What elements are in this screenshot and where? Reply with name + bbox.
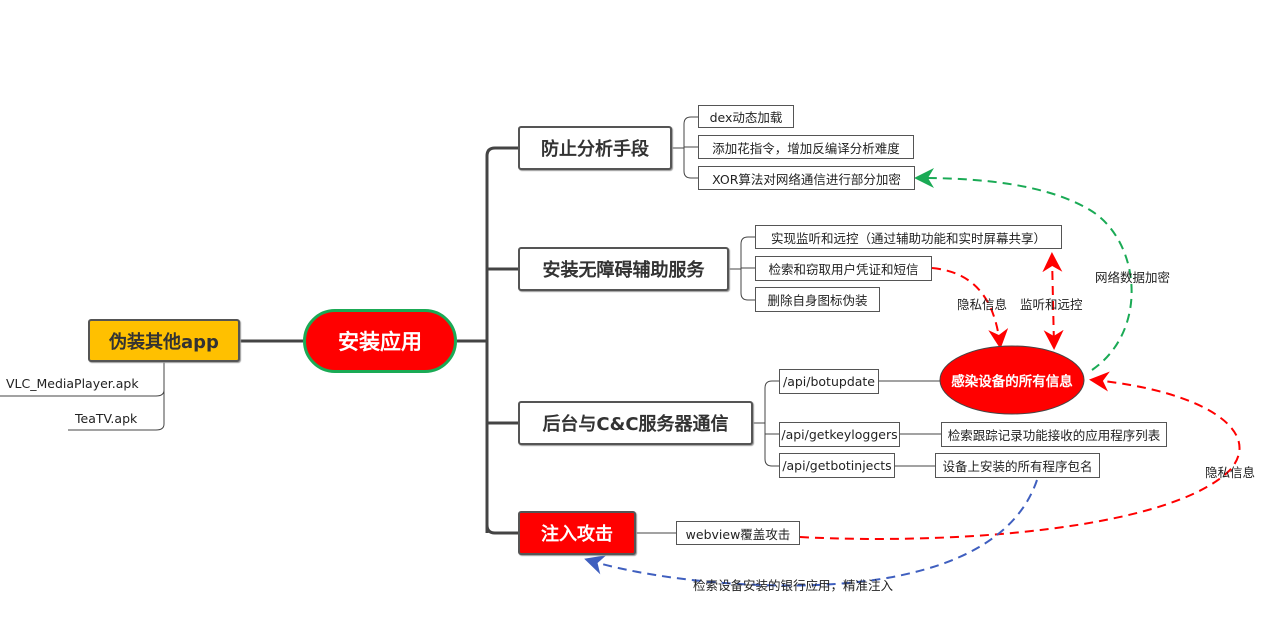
cnc-label: 后台与C&C服务器通信 xyxy=(542,414,729,435)
leaf-node[interactable]: 删除自身图标伪装 xyxy=(755,287,880,312)
cnc-node[interactable]: 后台与C&C服务器通信 xyxy=(518,401,753,445)
leaf-node[interactable]: 添加花指令，增加反编译分析难度 xyxy=(698,135,914,159)
accessibility-node[interactable]: 安装无障碍辅助服务 xyxy=(518,247,729,291)
leaf-node[interactable]: webview覆盖攻击 xyxy=(676,521,800,545)
api-node[interactable]: /api/botupdate xyxy=(779,369,879,394)
relation-label: 隐私信息 xyxy=(1205,465,1256,480)
leaf-node[interactable]: 检索和窃取用户凭证和短信 xyxy=(755,256,932,281)
api-node[interactable]: /api/getbotinjects xyxy=(779,453,895,478)
infected-info-ellipse xyxy=(939,345,1085,415)
injection-label: 注入攻击 xyxy=(541,524,613,545)
relation-label: 网络数据加密 xyxy=(1095,270,1171,285)
anti-analysis-node[interactable]: 防止分析手段 xyxy=(518,126,672,170)
disguise-item[interactable]: VLC_MediaPlayer.apk xyxy=(6,376,139,391)
detail-node[interactable]: 检索跟踪记录功能接收的应用程序列表 xyxy=(941,422,1167,447)
infected-info-label[interactable]: 感染设备的所有信息 xyxy=(951,374,1073,390)
injection-node[interactable]: 注入攻击 xyxy=(518,511,636,555)
relation-label: 隐私信息 xyxy=(957,297,1008,312)
detail-node[interactable]: 设备上安装的所有程序包名 xyxy=(935,453,1100,478)
disguise-item[interactable]: TeaTV.apk xyxy=(75,411,138,426)
anti-analysis-label: 防止分析手段 xyxy=(541,139,649,160)
accessibility-label: 安装无障碍辅助服务 xyxy=(542,260,705,281)
disguise-label: 伪装其他app xyxy=(109,331,219,353)
leaf-node[interactable]: 实现监听和远控（通过辅助功能和实时屏幕共享） xyxy=(755,225,1062,249)
api-node[interactable]: /api/getkeyloggers xyxy=(779,422,900,447)
relation-label: 检索设备安装的银行应用，精准注入 xyxy=(693,578,894,593)
relation-label: 监听和远控 xyxy=(1020,297,1083,312)
root-node[interactable]: 安装应用 xyxy=(303,309,457,373)
leaf-node[interactable]: dex动态加载 xyxy=(698,105,794,128)
root-label: 安装应用 xyxy=(338,330,422,354)
disguise-node[interactable]: 伪装其他app xyxy=(88,319,240,362)
leaf-node[interactable]: XOR算法对网络通信进行部分加密 xyxy=(698,166,915,190)
